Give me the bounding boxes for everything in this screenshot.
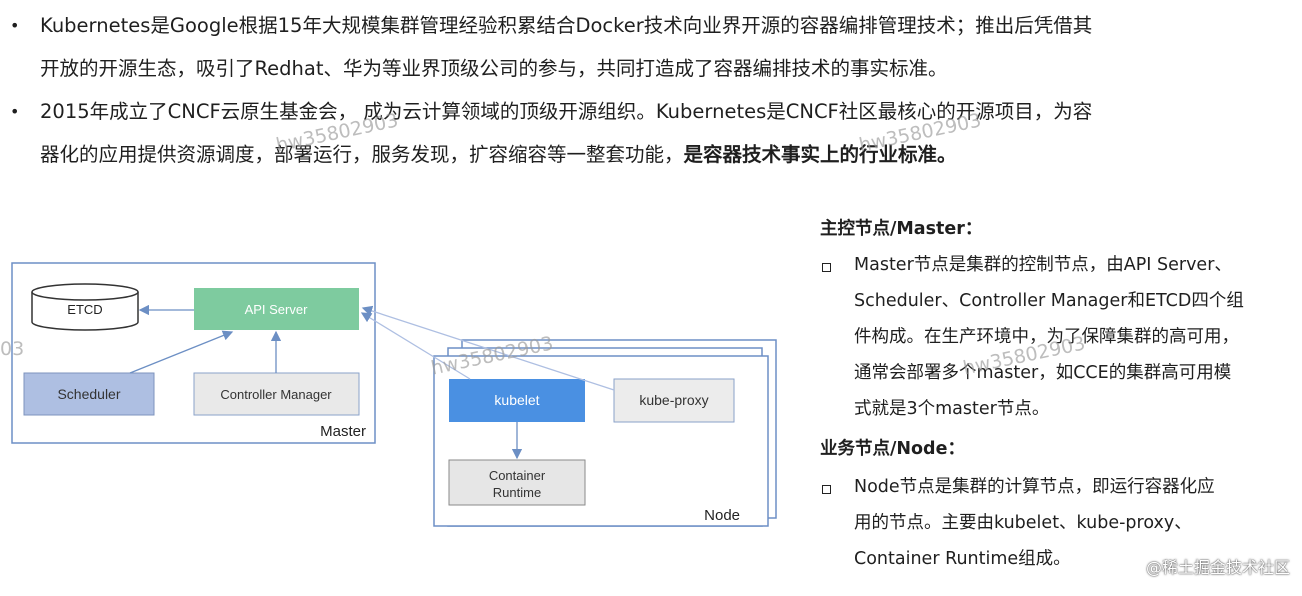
kube-proxy-to-api-arrow (361, 305, 615, 391)
kubelet-box (449, 379, 585, 422)
container-runtime-box (448, 459, 586, 506)
node-desc-line-3: Container Runtime组成。 (854, 549, 1071, 569)
etcd-label: ETCD (67, 302, 102, 317)
master-desc-line-1: Master节点是集群的控制节点，由API Server、 (854, 255, 1232, 275)
kube-proxy-box (613, 378, 735, 423)
master-heading: 主控节点/Master： (820, 219, 983, 239)
node-desc-line-2: 用的节点。主要由kubelet、kube-proxy、 (854, 513, 1192, 533)
source-credit: @稀土掘金技术社区 (1145, 558, 1290, 577)
master-desc-line-4: 通常会部署多个master，如CCE的集群高可用模 (854, 363, 1232, 383)
bullet-dot: • (10, 16, 20, 35)
bullet-1-line-1: Kubernetes是Google根据15年大规模集群管理经验积累结合Docke… (40, 14, 1093, 37)
bullet-dot: • (10, 102, 20, 121)
api-server-label: API Server (245, 302, 309, 317)
container-runtime-label-line1: Container (489, 468, 546, 483)
container-runtime-label-line2: Runtime (493, 485, 541, 500)
bullet-2-line-1: 2015年成立了CNCF云原生基金会， 成为云计算领域的顶级开源组织。Kuber… (40, 100, 1093, 123)
k8s-architecture-diagram: ETCD API Server Scheduler Controller Man… (11, 262, 777, 527)
master-desc-line-5: 式就是3个master节点。 (854, 399, 1050, 419)
master-desc-line-2: Scheduler、Controller Manager和ETCD四个组 (854, 291, 1244, 311)
kube-proxy-label: kube-proxy (639, 392, 708, 408)
scheduler-to-api-arrow (129, 330, 234, 374)
master-label: Master (320, 423, 366, 440)
kubelet-label: kubelet (494, 392, 539, 408)
scheduler-box (23, 372, 155, 416)
square-bullet-icon (822, 485, 831, 494)
bullet-2-line-2-bold: 是容器技术事实上的行业标准。 (683, 143, 957, 166)
node-heading: 业务节点/Node： (820, 439, 965, 459)
square-bullet-icon (822, 263, 831, 272)
node-desc-line-1: Node节点是集群的计算节点，即运行容器化应 (854, 477, 1215, 497)
bullet-2-line-2-normal: 器化的应用提供资源调度，部署运行，服务发现，扩容缩容等一整套功能， (40, 143, 684, 166)
bullet-2-line-2: 器化的应用提供资源调度，部署运行，服务发现，扩容缩容等一整套功能，是容器技术事实… (40, 141, 957, 169)
scheduler-label: Scheduler (57, 386, 120, 402)
master-desc-line-3: 件构成。在生产环境中，为了保障集群的高可用， (854, 327, 1239, 347)
kubelet-to-api-arrow (360, 312, 471, 380)
bullet-1-line-2: 开放的开源生态，吸引了Redhat、华为等业界顶级公司的参与，共同打造成了容器编… (40, 57, 948, 80)
node-label: Node (704, 507, 740, 524)
controller-manager-label: Controller Manager (220, 387, 332, 402)
watermark-text: 03 (0, 338, 25, 360)
etcd-cylinder: ETCD (31, 283, 139, 331)
api-server-box (194, 288, 359, 330)
